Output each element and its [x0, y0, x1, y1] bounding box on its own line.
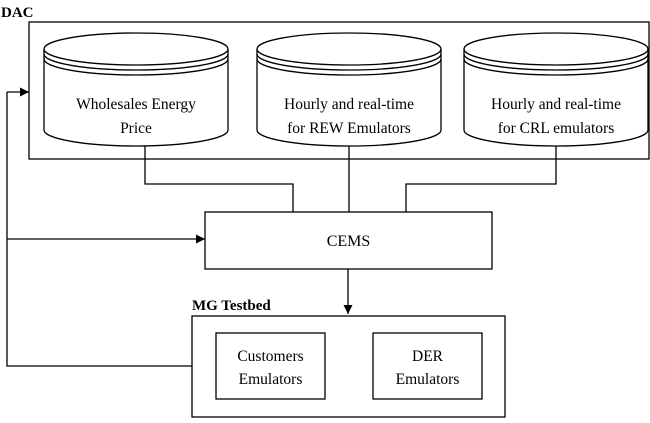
testbed-title: MG Testbed [192, 298, 271, 314]
connector-crl-to-cems [405, 146, 557, 212]
feedback-loop [6, 87, 205, 367]
connector-wholesale-to-cems [144, 146, 294, 212]
database-label-line1: Hourly and real-time [284, 96, 414, 113]
der-emulators-box [372, 332, 483, 400]
cems-label: CEMS [327, 233, 371, 250]
database-label-line1: Hourly and real-time [491, 96, 621, 113]
der-emulators-line2: Emulators [396, 371, 460, 388]
database-label-line2: for CRL emulators [498, 120, 615, 137]
feedback-trunk-line [6, 92, 192, 367]
database-rew-emulators: Hourly and real-time for REW Emulators [256, 32, 442, 147]
database-wholesale-energy-price: Wholesales Energy Price [43, 32, 229, 147]
der-emulators-line1: DER [412, 348, 444, 365]
customers-emulators-line1: Customers [237, 348, 303, 365]
database-label-line2: for REW Emulators [287, 120, 411, 137]
database-label-line2: Price [120, 120, 152, 137]
cems-box [204, 211, 493, 270]
database-to-cems-connectors [144, 146, 557, 212]
customers-emulators-line2: Emulators [239, 371, 303, 388]
customers-emulators-box [215, 332, 326, 400]
dac-box [28, 21, 650, 160]
database-label-line1: Wholesales Energy [76, 96, 196, 113]
dac-title: DAC [1, 5, 34, 21]
database-crl-emulators: Hourly and real-time for CRL emulators [463, 32, 649, 147]
